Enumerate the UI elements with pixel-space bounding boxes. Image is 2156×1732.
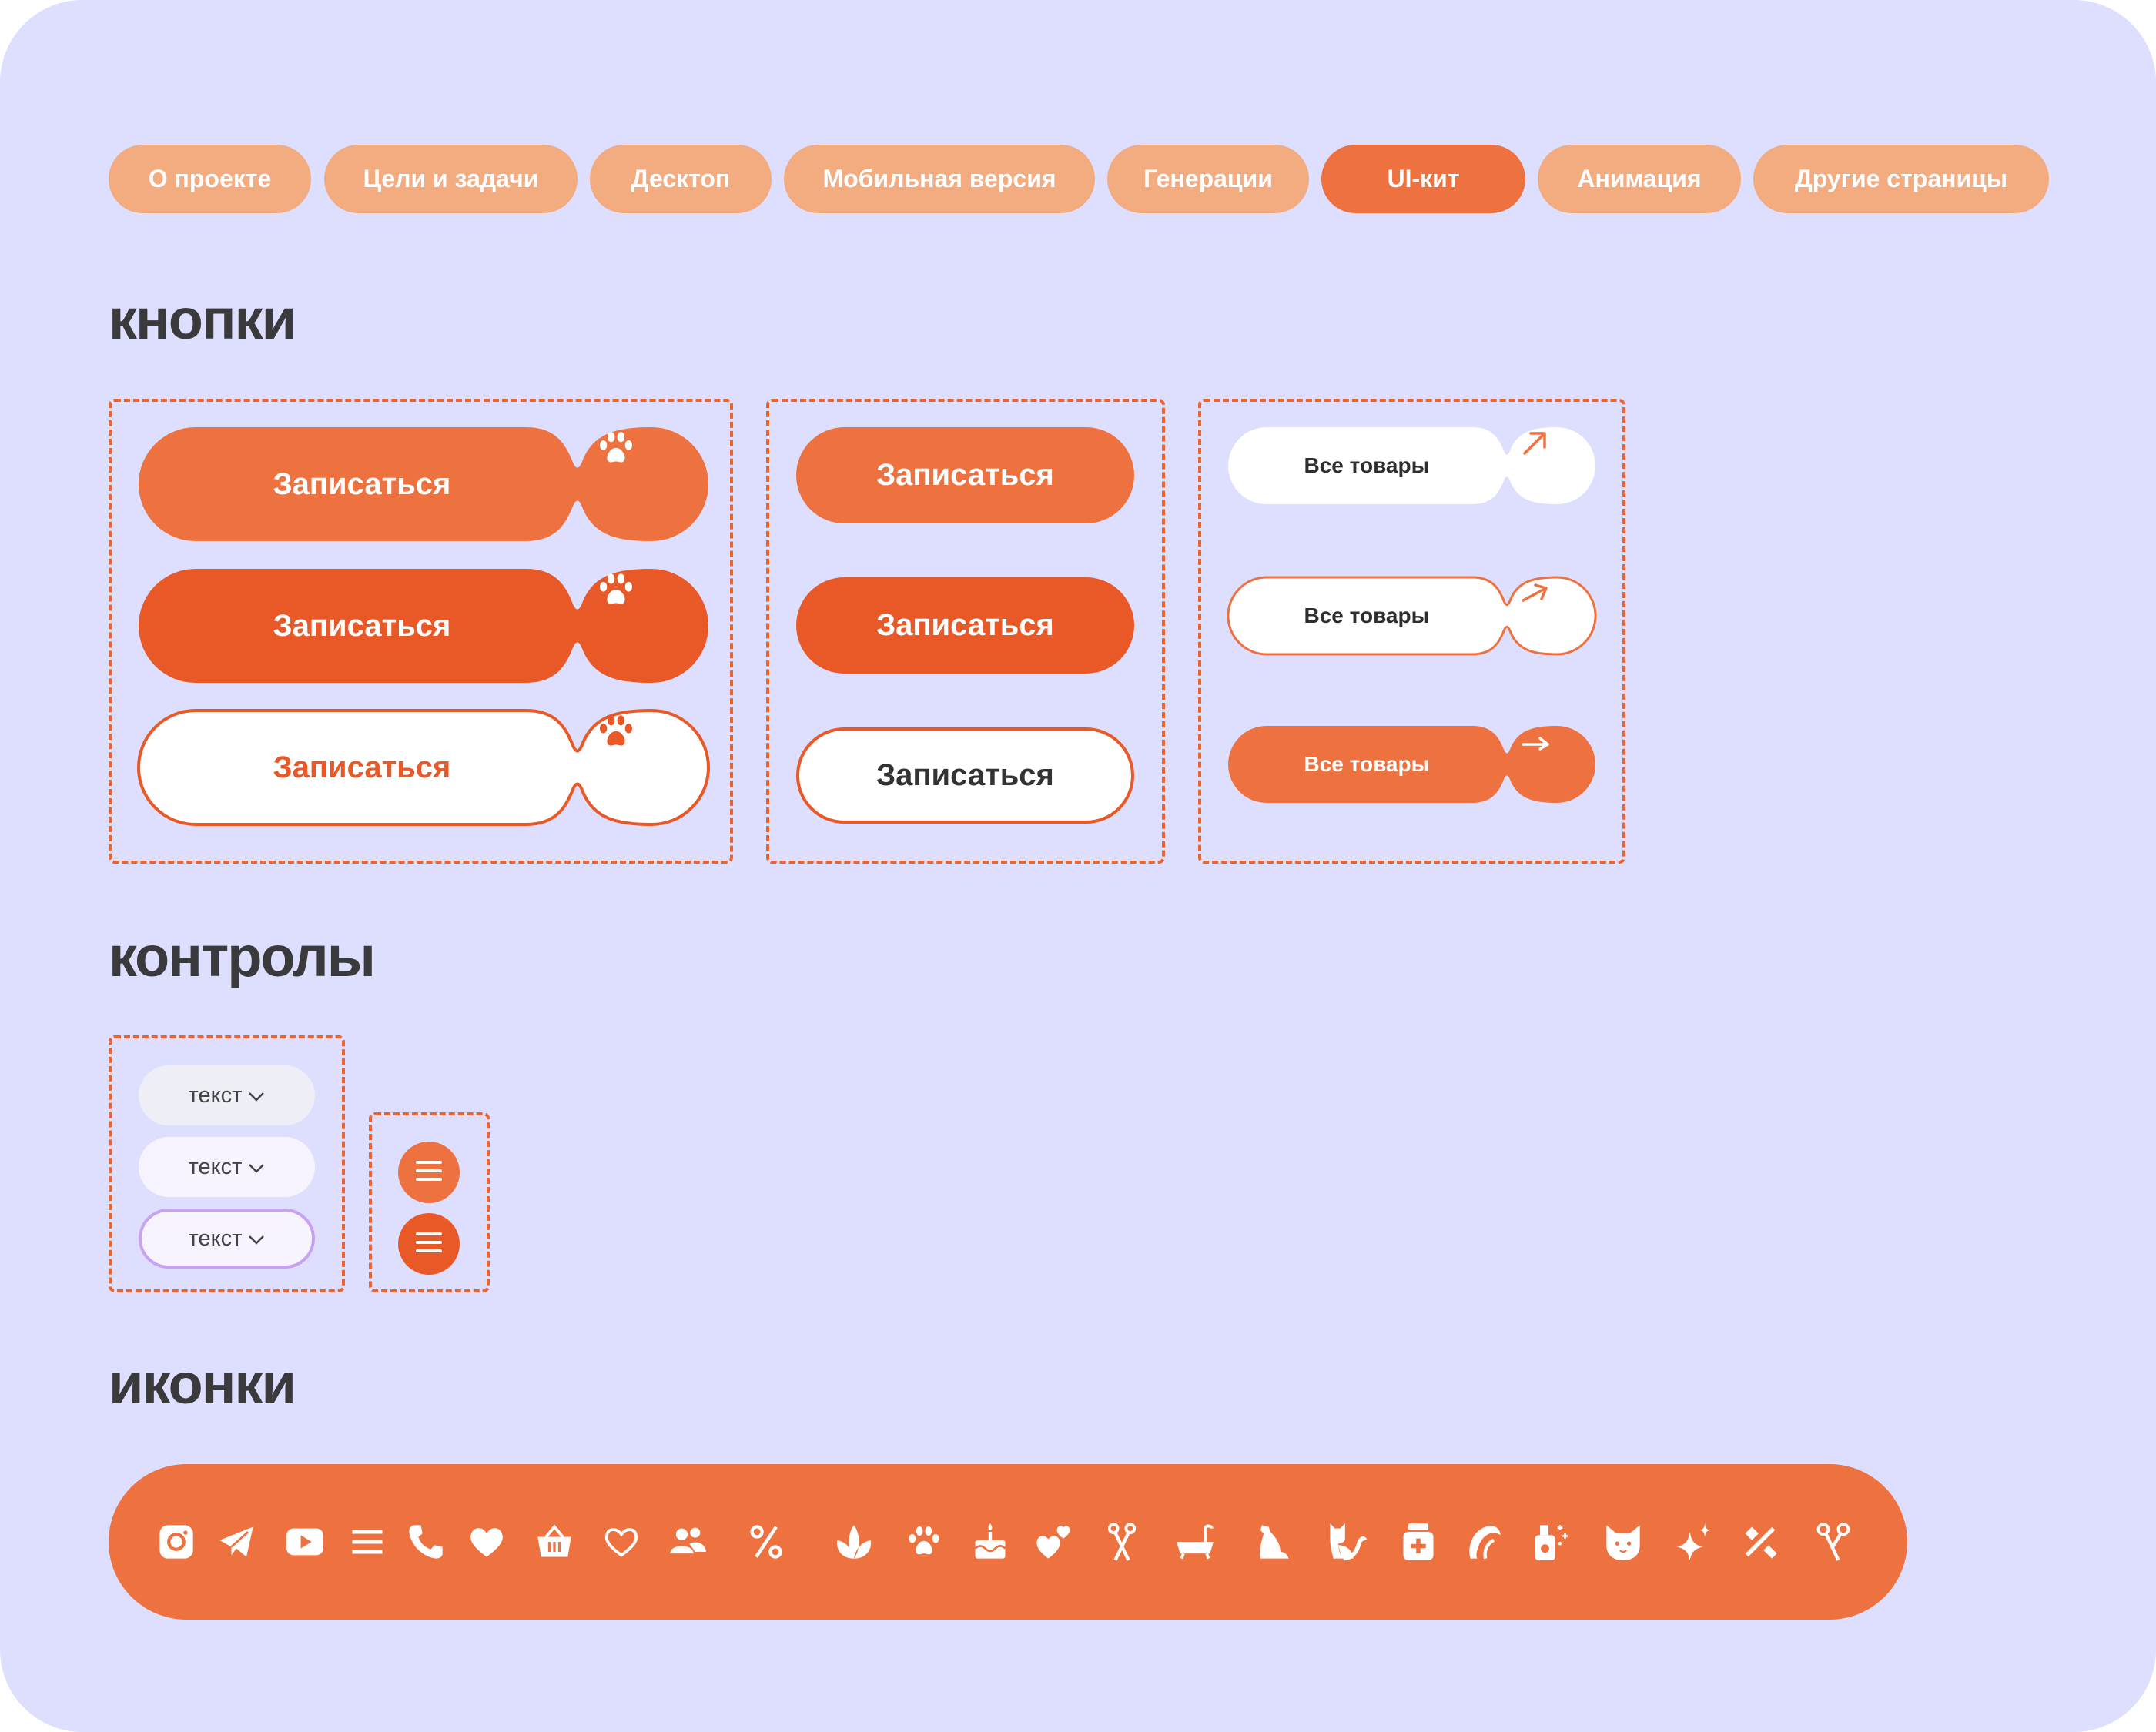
instagram-icon: [154, 1520, 199, 1564]
scissors-alt-icon: [1811, 1520, 1856, 1564]
scissors-icon: [1100, 1520, 1144, 1564]
button-label: Все товары: [1304, 752, 1430, 776]
dropdown-value: текст: [188, 1154, 243, 1179]
dropdowns-group: [109, 1035, 345, 1292]
basket-icon: [532, 1520, 577, 1564]
hearts-icon: [1031, 1520, 1076, 1564]
simple-buttons-group: [766, 399, 1165, 864]
all-products-button[interactable]: Все товары: [1228, 427, 1595, 504]
percent-icon: [744, 1520, 788, 1564]
menu-button[interactable]: [398, 1142, 460, 1203]
chevron-down-icon: [248, 1083, 265, 1108]
chevron-down-icon: [248, 1155, 265, 1180]
nav-item[interactable]: О проекте: [109, 145, 311, 213]
paw-icon: [594, 427, 708, 541]
cake-icon: [968, 1520, 1013, 1564]
dropdown-value: текст: [188, 1082, 243, 1108]
paw-icon: [594, 569, 708, 683]
nav-item[interactable]: UI-кит: [1321, 145, 1525, 213]
dropdown-select[interactable]: текст: [139, 1065, 315, 1125]
cat-icon: [1324, 1520, 1369, 1564]
nav-item[interactable]: Другие страницы: [1753, 145, 2049, 213]
leaf-icon: [832, 1520, 876, 1564]
sparkles-icon: [1671, 1520, 1716, 1564]
heart-outline-icon: [599, 1520, 644, 1564]
arrow-icon: [1518, 726, 1595, 803]
nav-item[interactable]: Генерации: [1107, 145, 1309, 213]
bath-icon: [1173, 1520, 1217, 1564]
dropdown-select[interactable]: текст: [139, 1209, 315, 1269]
signup-paw-button[interactable]: Записаться: [137, 708, 710, 827]
nav-item[interactable]: Анимация: [1538, 145, 1741, 213]
menu-icon: [416, 1159, 442, 1186]
section-title-controls: контролы: [109, 925, 376, 988]
icons-bar: [109, 1464, 1907, 1620]
dropdown-select[interactable]: текст: [139, 1137, 315, 1197]
button-label: Записаться: [273, 608, 451, 643]
signup-paw-button[interactable]: Записаться: [139, 569, 708, 683]
signup-paw-button[interactable]: Записаться: [139, 427, 708, 541]
paw-icon: [594, 711, 708, 824]
youtube-icon: [283, 1520, 327, 1564]
button-label: Все товары: [1304, 604, 1430, 627]
all-products-button[interactable]: Все товары: [1228, 726, 1595, 803]
dropdown-value: текст: [188, 1225, 243, 1251]
phone-icon: [403, 1520, 448, 1564]
button-label: Записаться: [273, 466, 451, 501]
menu-button[interactable]: [398, 1213, 460, 1275]
button-label: Записаться: [273, 750, 451, 784]
nav-item[interactable]: Десктоп: [590, 145, 772, 213]
spray-icon: [1528, 1520, 1572, 1564]
menu-buttons-group: [369, 1112, 490, 1292]
signup-button[interactable]: Записаться: [796, 577, 1134, 674]
dog-icon: [1250, 1520, 1294, 1564]
cat-face-icon: [1601, 1520, 1645, 1564]
section-title-buttons: кнопки: [109, 287, 296, 351]
paw-buttons-group: [109, 399, 733, 864]
section-title-icons: иконки: [109, 1352, 296, 1416]
chevron-down-icon: [248, 1226, 265, 1252]
telegram-icon: [214, 1520, 259, 1564]
menu-icon: [345, 1520, 390, 1564]
nav-item[interactable]: Цели и задачи: [324, 145, 578, 213]
arrow-icon: [1518, 577, 1595, 654]
users-icon: [665, 1520, 710, 1564]
button-label: Все товары: [1304, 453, 1430, 477]
grooming-icon: [1461, 1520, 1506, 1564]
paw-icon: [902, 1520, 946, 1564]
signup-button[interactable]: Записаться: [796, 427, 1134, 523]
all-products-button[interactable]: Все товары: [1227, 576, 1597, 656]
signup-button[interactable]: Записаться: [796, 727, 1134, 824]
nav-item[interactable]: Мобильная версия: [784, 145, 1095, 213]
menu-icon: [416, 1231, 442, 1258]
medicine-icon: [1396, 1520, 1441, 1564]
tools-icon: [1738, 1520, 1783, 1564]
arrow-buttons-group: [1198, 399, 1625, 864]
heart-icon: [464, 1520, 509, 1564]
arrow-icon: [1518, 427, 1595, 504]
